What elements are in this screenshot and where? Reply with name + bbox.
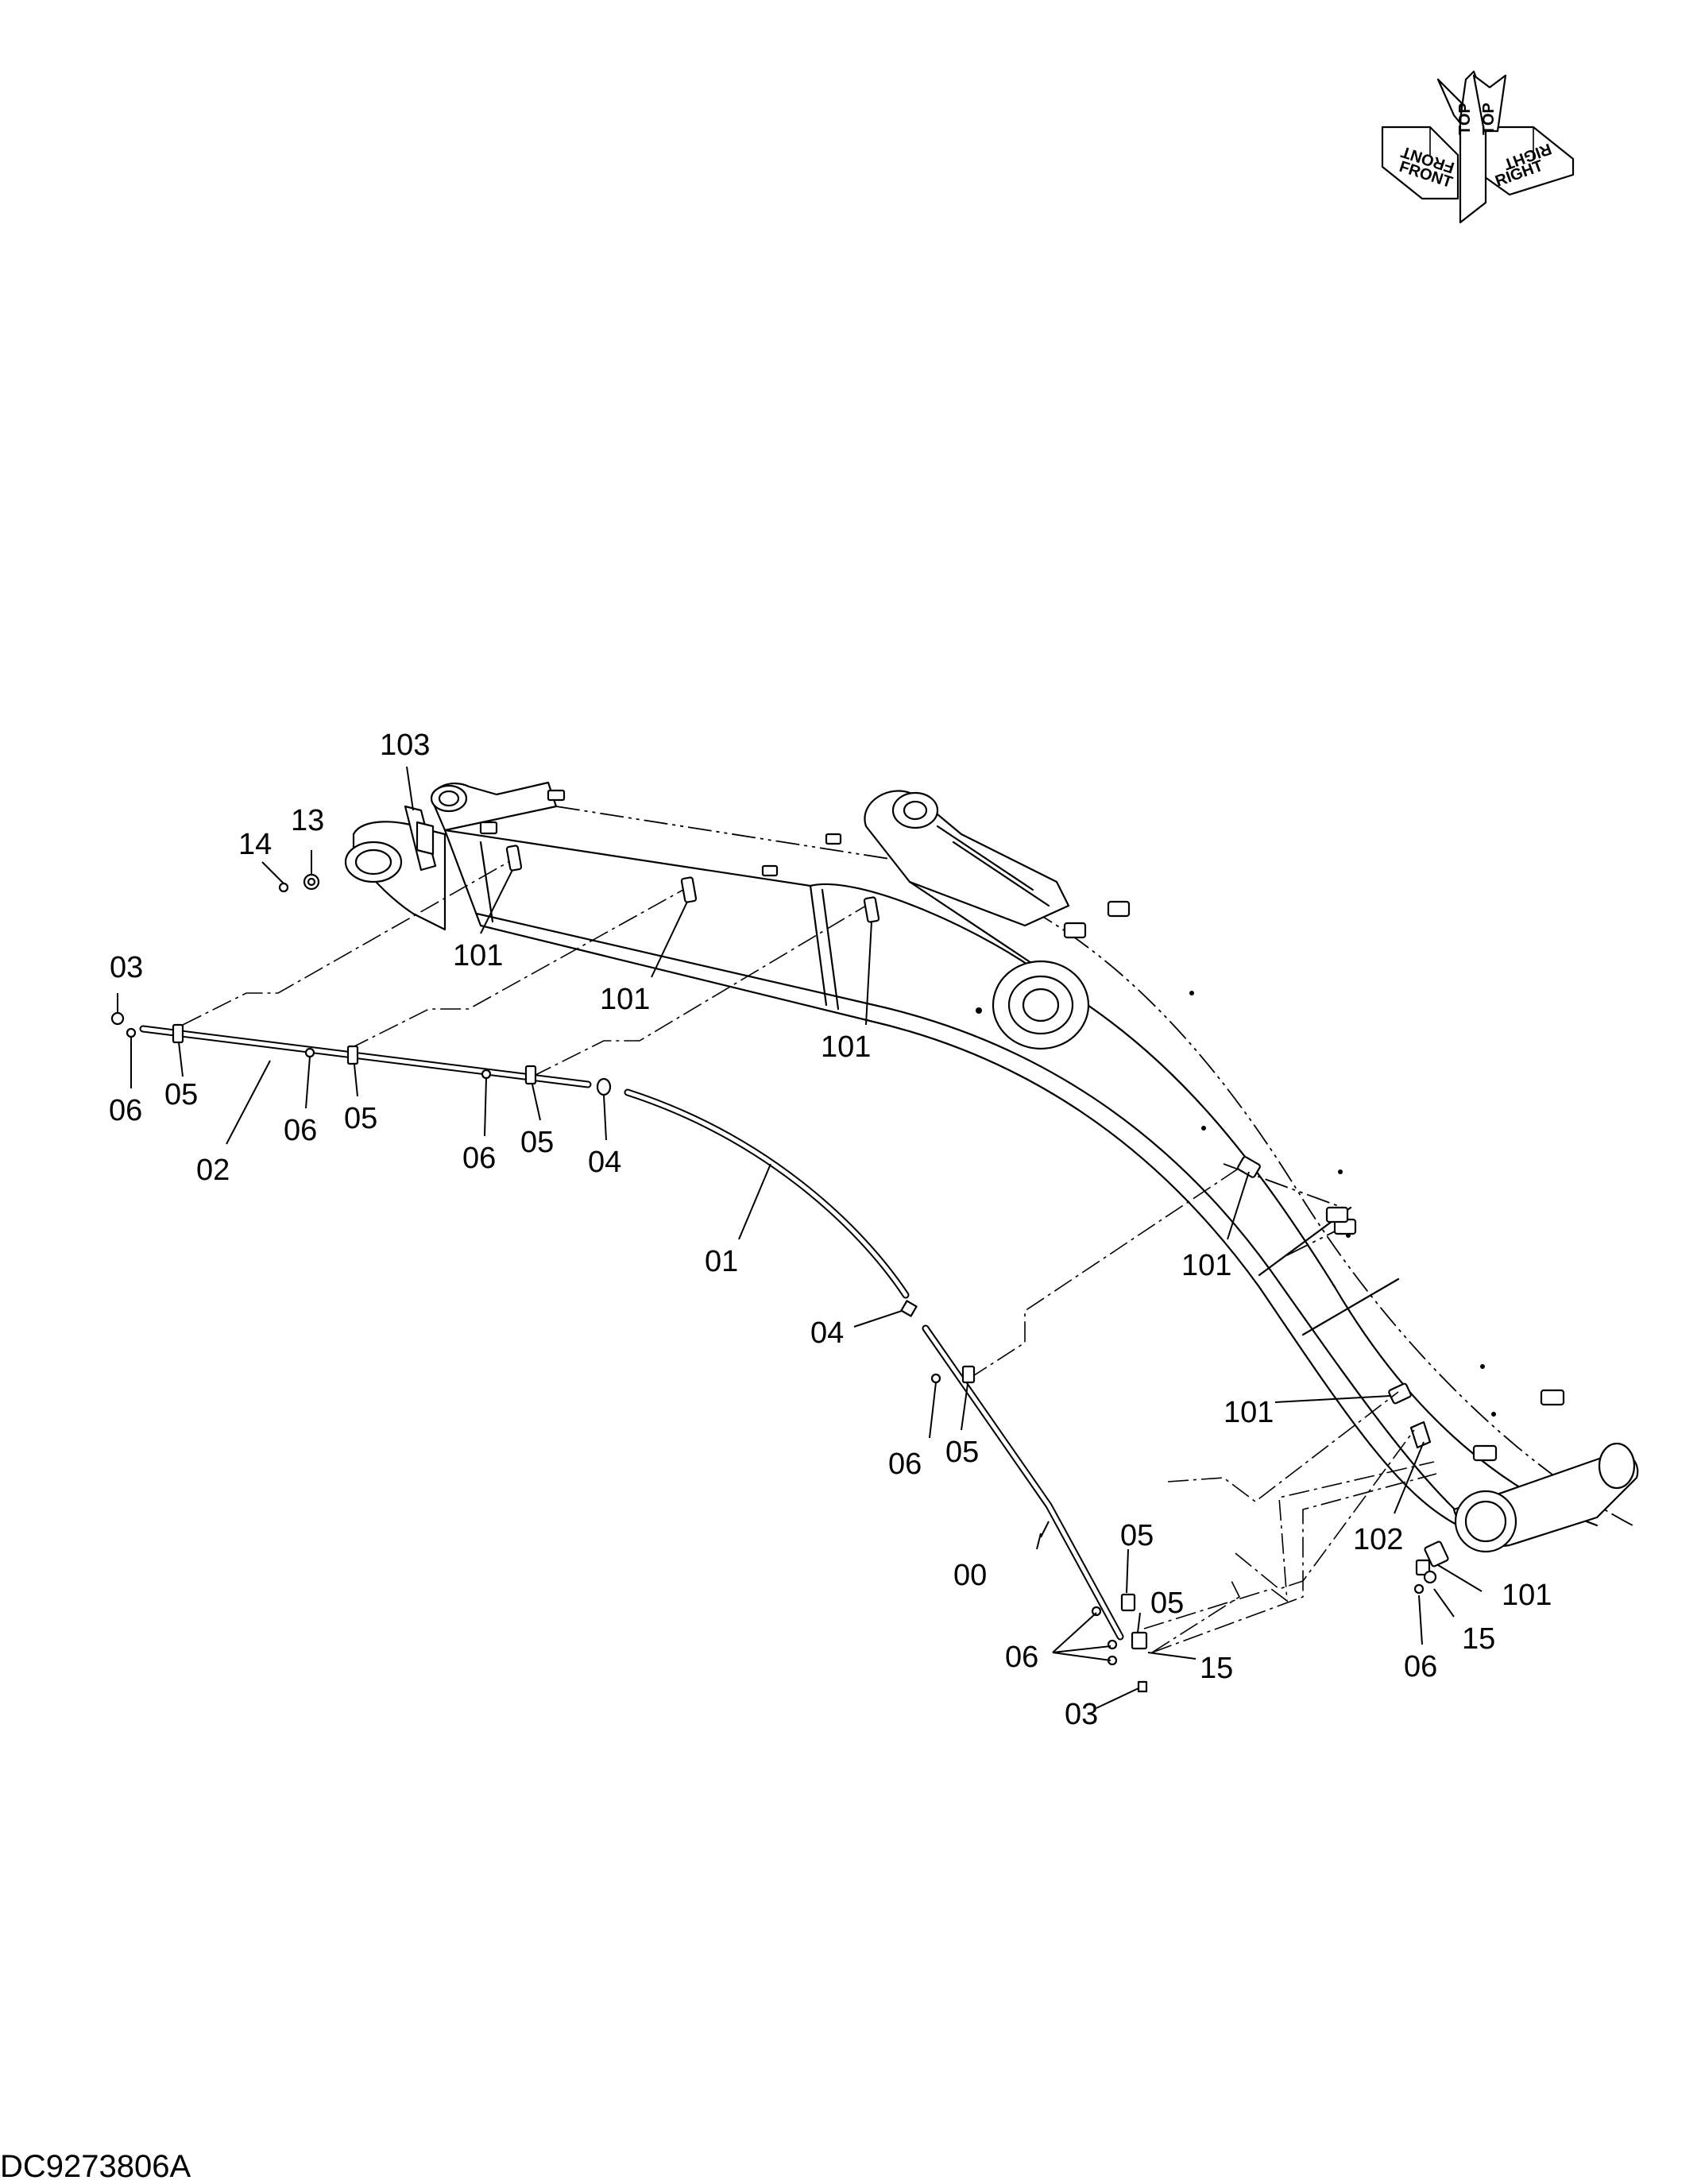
drawing-id: DC9273806A: [0, 2149, 191, 2184]
callout-05-f: 05: [1150, 1587, 1184, 1620]
callout-101-c: 101: [821, 1030, 871, 1064]
callout-102: 102: [1353, 1523, 1403, 1556]
callout-04-a: 04: [588, 1146, 621, 1179]
callout-06-c: 06: [462, 1142, 496, 1175]
routing-lines: [182, 861, 1437, 1653]
callout-06-d: 06: [888, 1448, 922, 1481]
callout-101-e: 101: [1224, 1396, 1274, 1429]
orientation-indicator-icon: TOP TOP FRONT FRONT RIGHT RIGHT: [1381, 70, 1575, 224]
callout-05-b: 05: [344, 1102, 377, 1135]
callout-14: 14: [238, 828, 272, 861]
callout-06-e: 06: [1005, 1641, 1038, 1674]
callout-06-a: 06: [109, 1094, 142, 1127]
callout-101-f: 101: [1502, 1579, 1552, 1612]
callout-15-b: 15: [1462, 1622, 1495, 1656]
orientation-top-label: TOP: [1456, 102, 1474, 135]
callout-101-b: 101: [600, 983, 650, 1016]
callout-05-c: 05: [520, 1126, 554, 1159]
callout-05-e: 05: [1120, 1519, 1154, 1552]
callout-06-f: 06: [1404, 1650, 1437, 1683]
callout-06-b: 06: [284, 1114, 317, 1147]
callout-04-b: 04: [810, 1316, 844, 1350]
leader-lines: [117, 766, 1483, 1709]
callout-101-d: 101: [1181, 1249, 1231, 1282]
callout-13: 13: [291, 804, 324, 837]
callout-15-a: 15: [1200, 1652, 1233, 1685]
callout-00: 00: [953, 1559, 987, 1592]
callout-03-a: 03: [110, 951, 143, 984]
boom-structure: [344, 781, 1639, 1553]
callout-03-b: 03: [1065, 1698, 1098, 1731]
callout-02: 02: [196, 1154, 230, 1187]
callout-labels: 103 13 14 101 101 101 03 05 06 02 06 05 …: [109, 729, 1552, 1731]
callout-101-a: 101: [453, 939, 503, 972]
callout-05-a: 05: [164, 1078, 198, 1111]
callout-103: 103: [380, 729, 430, 762]
callout-05-d: 05: [945, 1436, 979, 1469]
hose-clamp-101-parts: [505, 845, 1449, 1567]
orientation-top-label-2: TOP: [1480, 102, 1498, 135]
callout-01: 01: [705, 1245, 738, 1278]
